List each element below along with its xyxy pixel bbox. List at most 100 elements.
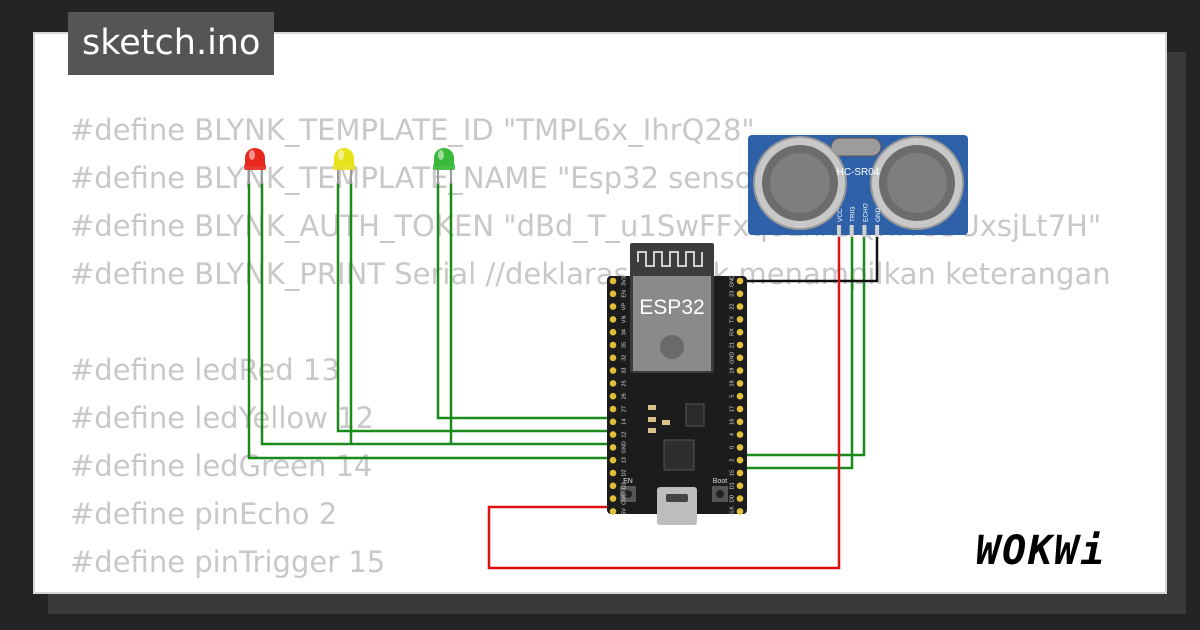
left-pin-label: 35: [622, 342, 628, 348]
led-dome: [434, 148, 454, 166]
right-pin: [736, 328, 744, 336]
right-pin-label: 21: [730, 342, 736, 348]
usb-port: [657, 487, 697, 525]
right-pin-label: 15: [730, 470, 736, 476]
right-pin-label: RX: [730, 328, 736, 336]
left-pin: [609, 277, 617, 285]
left-pin: [609, 328, 617, 336]
right-pin-label: 18: [730, 380, 736, 386]
right-pin: [736, 418, 744, 426]
left-pin-label: VP: [622, 303, 628, 311]
left-pin: [609, 431, 617, 438]
left-pin: [609, 392, 617, 400]
right-pin-label: D1: [730, 482, 736, 489]
right-pin: [736, 367, 744, 374]
transducer-mesh-inner: [887, 153, 947, 213]
right-pin-label: D0: [730, 495, 736, 502]
smd-component: [662, 420, 670, 425]
left-pin: [609, 495, 617, 502]
sensor-pin: [875, 225, 880, 237]
right-pin: [736, 405, 744, 413]
sensor-receiver: [870, 136, 964, 230]
left-pin: [609, 469, 617, 477]
right-pin-label: 17: [730, 406, 736, 412]
leds: [244, 148, 455, 184]
left-pin-label: D3: [622, 482, 628, 489]
wires: [247, 182, 879, 570]
wokwi-logo: WOKWi: [976, 528, 1107, 574]
espressif-logo-icon: [660, 335, 684, 359]
led-highlight: [249, 150, 255, 160]
left-pin-label: EN: [622, 290, 628, 298]
left-pin: [609, 290, 617, 298]
left-pin-label: 34: [622, 329, 628, 335]
right-pin-label: 4: [730, 433, 736, 436]
left-pin-label: 12: [622, 432, 628, 438]
left-pin-label: 14: [622, 419, 628, 425]
left-pin-label: CMD: [622, 492, 628, 505]
right-pin-label: GND: [730, 352, 736, 364]
left-pin-label: VN: [622, 316, 628, 324]
right-pin: [736, 380, 744, 387]
code-line: #define pinEcho 2: [70, 497, 338, 531]
wire-led-red-cathode: [260, 182, 613, 446]
right-pin-label: CLK: [730, 506, 736, 517]
sensor-pin: [849, 225, 854, 237]
left-pin: [609, 316, 617, 323]
left-pin-label: 13: [622, 457, 628, 463]
right-pin: [736, 508, 744, 515]
left-pin-label: 25: [622, 380, 628, 386]
code-line: #define pinTrigger 15: [70, 545, 386, 579]
led-green: [433, 148, 455, 184]
led-highlight: [338, 150, 344, 160]
right-pin: [736, 482, 744, 490]
left-pin-label: 32: [622, 355, 628, 361]
wire-sensor-vcc: [487, 236, 841, 570]
left-pin: [609, 508, 617, 515]
regulator-chip: [685, 403, 705, 427]
usb-port-opening: [666, 494, 688, 502]
left-pin-label: 3V3: [622, 276, 628, 286]
smd-component: [648, 417, 656, 422]
smd-component: [648, 428, 656, 433]
left-pin: [609, 405, 617, 413]
led-yellow: [333, 148, 355, 184]
right-pin: [736, 277, 744, 285]
left-pin: [609, 482, 617, 490]
code-line: #define BLYNK_TEMPLATE_ID "TMPL6x_IhrQ28…: [70, 113, 755, 147]
sensor-label: HC-SR04: [837, 167, 880, 178]
sensor-pin-label: GND: [875, 207, 882, 222]
sensor-crystal: [830, 137, 882, 157]
wire-led-red-anode: [247, 182, 613, 460]
wire-sensor-gnd: [737, 236, 879, 283]
en-button-label: EN: [623, 478, 633, 485]
right-pin-label: 16: [730, 419, 736, 425]
right-pin-label: 2: [730, 459, 736, 462]
right-pin-label: 0: [730, 446, 736, 449]
code-line: #define ledRed 13: [70, 353, 340, 387]
sensor-pin-label: TRIG: [850, 206, 857, 222]
right-pin: [736, 431, 744, 438]
left-pin-label: 26: [622, 393, 628, 399]
board-label: ESP32: [639, 296, 704, 319]
wire-led-yellow-anode: [336, 182, 613, 433]
boot-button-cap: [716, 490, 724, 498]
right-pin: [736, 290, 744, 298]
right-pin: [736, 495, 744, 502]
left-pin: [609, 456, 617, 464]
right-pin-label: 23: [730, 291, 736, 297]
code-line: #define BLYNK_PRINT Serial //deklarasi u…: [70, 257, 1111, 291]
right-pin-label: 19: [730, 368, 736, 374]
left-pin-label: GND: [622, 441, 628, 453]
wire-sensor-echo: [737, 236, 866, 457]
left-pin-label: 27: [622, 406, 628, 412]
right-pin: [736, 469, 744, 477]
right-pin: [736, 316, 744, 323]
usb-uart-chip: [663, 439, 695, 471]
left-pin: [609, 303, 617, 310]
transducer-mesh-inner: [770, 153, 830, 213]
right-pin-label: 5: [730, 395, 736, 398]
right-pin: [736, 392, 744, 400]
sensor-transmitter: [753, 136, 847, 230]
